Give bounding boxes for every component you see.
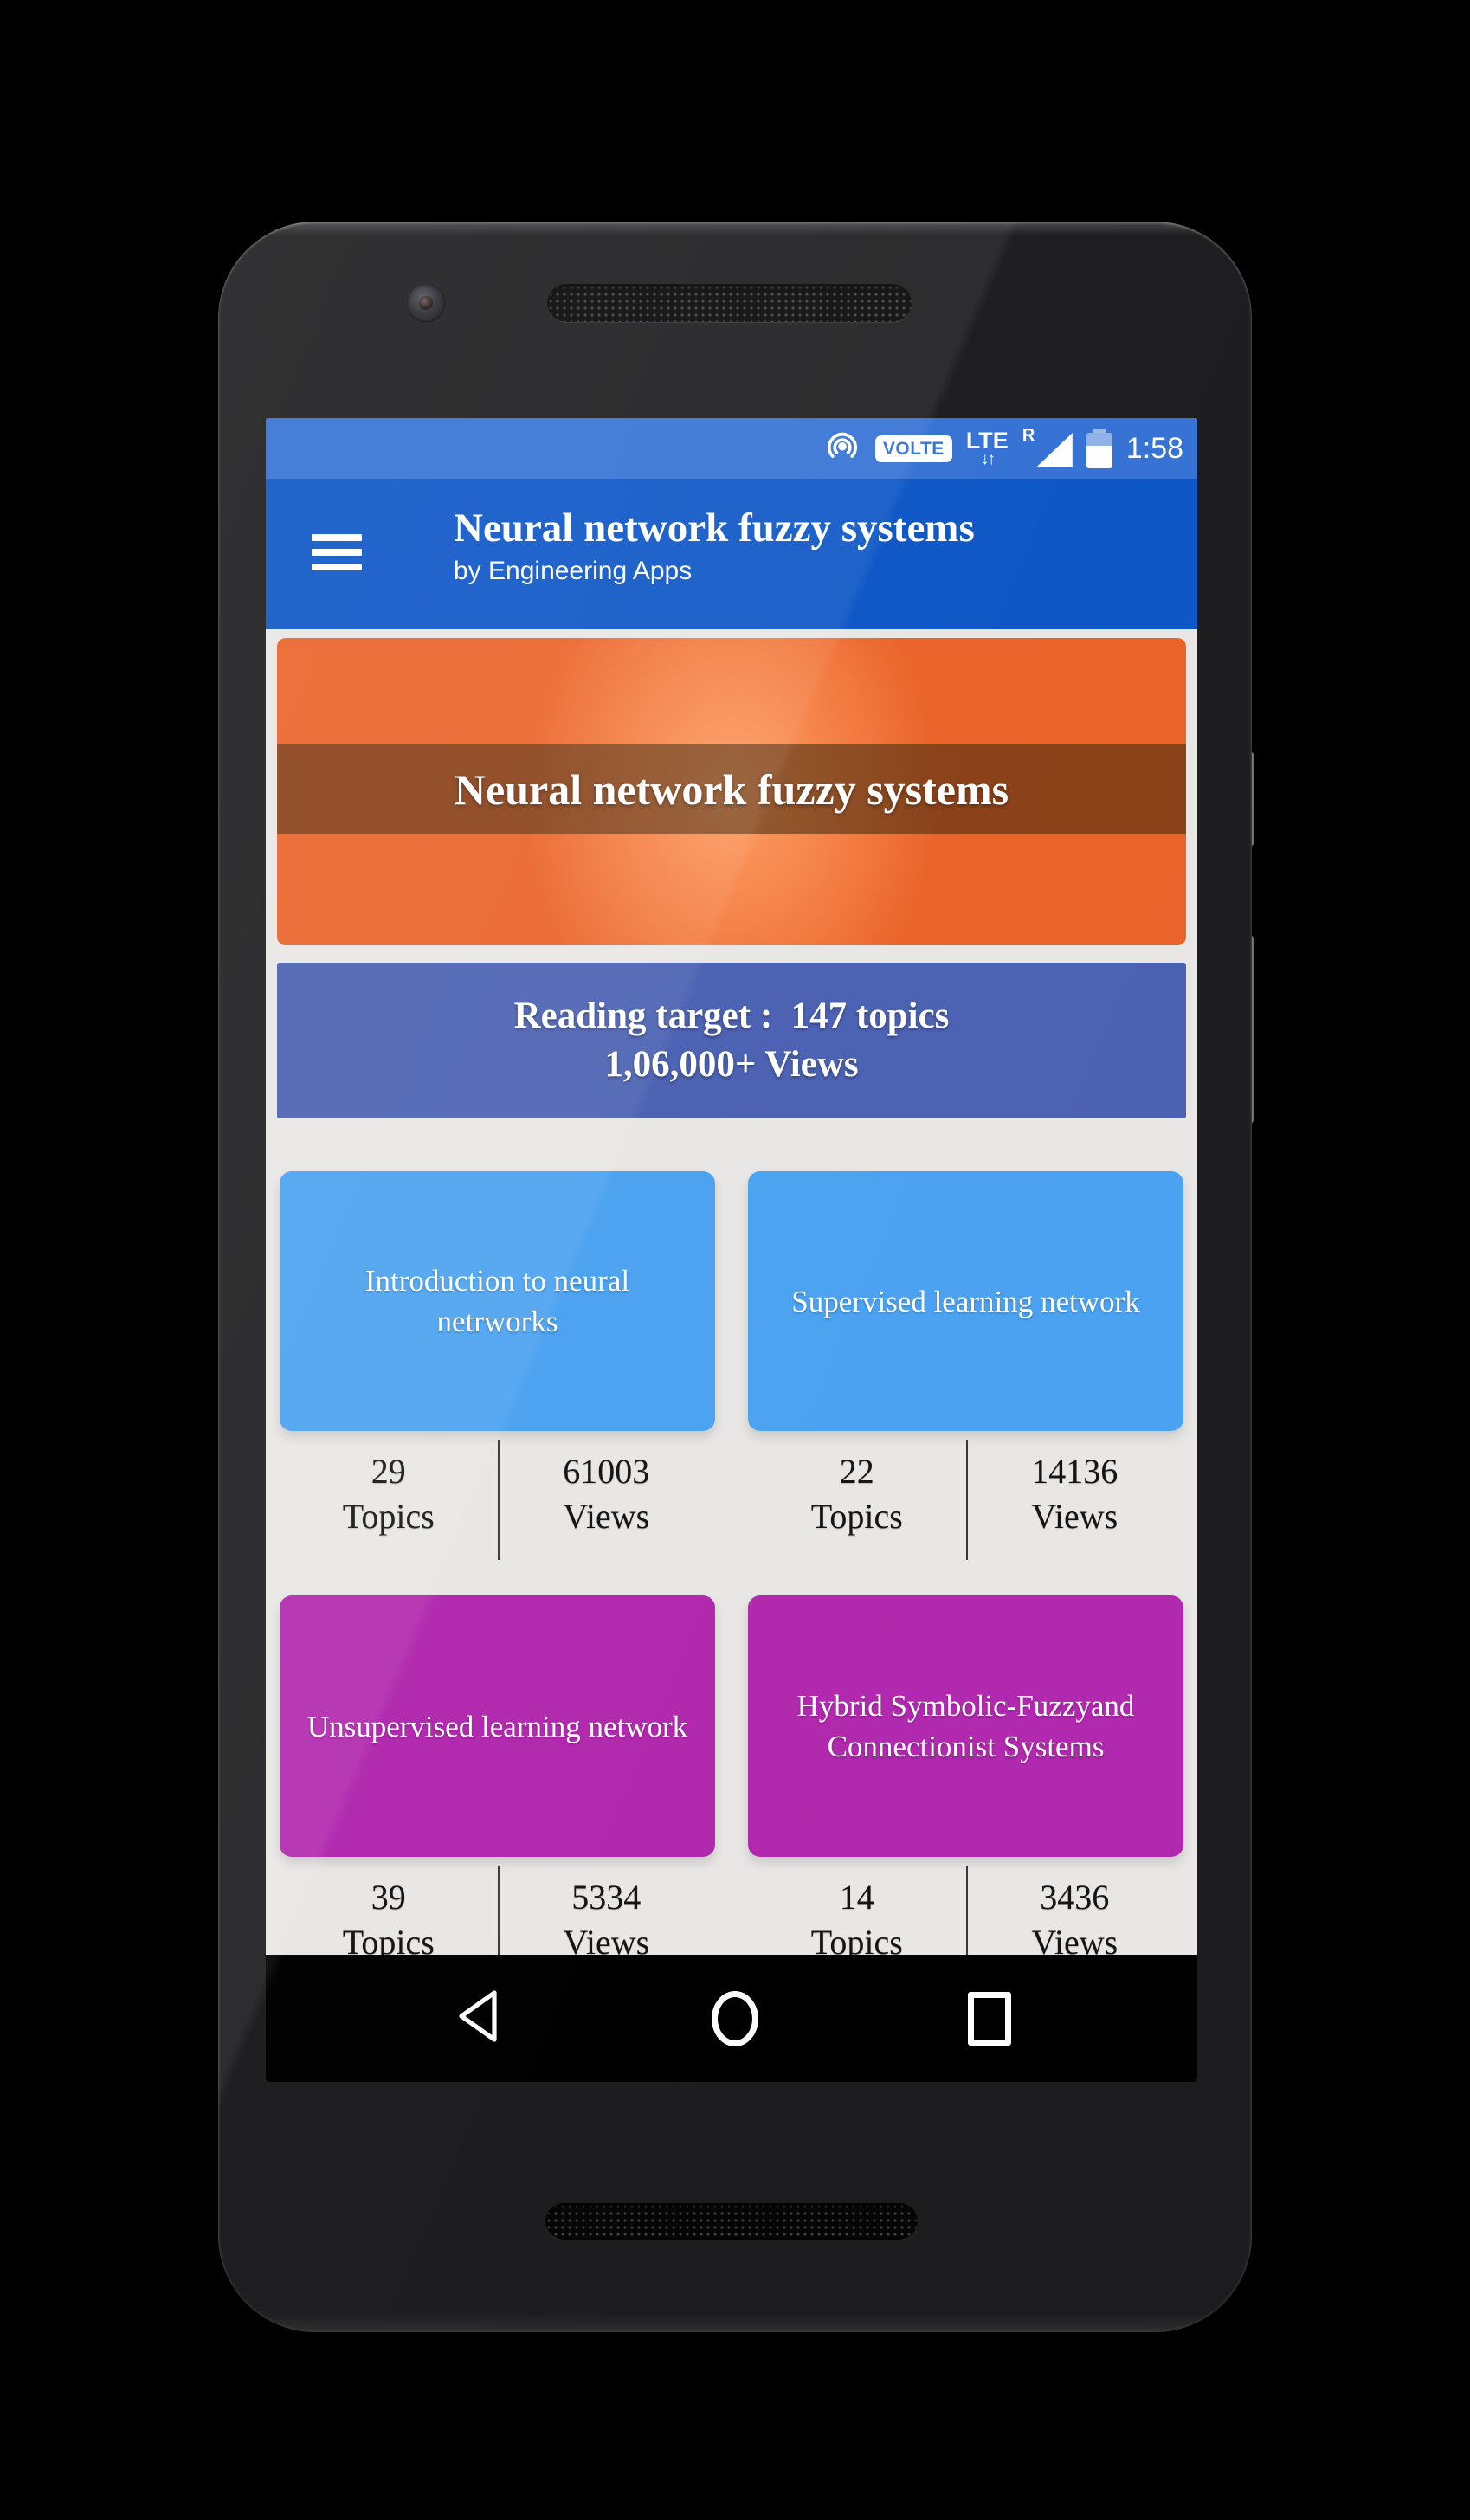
topics-label: Topics: [810, 1497, 903, 1536]
card-column: Unsupervised learning network 39 Topics …: [280, 1595, 715, 1955]
views-stat: 3436 Views: [966, 1865, 1184, 1955]
app-bar: Neural network fuzzy systems by Engineer…: [266, 479, 1197, 629]
reading-target-line2: 1,06,000+ Views: [604, 1044, 859, 1085]
views-count: 3436: [1040, 1878, 1110, 1917]
views-count: 5334: [571, 1878, 642, 1917]
views-count: 61003: [563, 1452, 650, 1491]
views-label: Views: [1031, 1497, 1119, 1536]
topics-count: 14: [839, 1878, 874, 1917]
hero-title-band: Neural network fuzzy systems: [277, 744, 1186, 834]
topics-count: 22: [839, 1452, 874, 1491]
content-area: Neural network fuzzy systems Reading tar…: [266, 629, 1197, 1955]
android-nav-bar: [266, 1955, 1197, 2082]
stats-divider: [965, 1440, 968, 1560]
views-stat: 5334 Views: [498, 1865, 716, 1955]
stats-divider: [497, 1866, 500, 1955]
card-column: Supervised learning network 22 Topics 14…: [748, 1171, 1184, 1560]
stats-divider: [965, 1866, 968, 1955]
volte-badge: VOLTE: [874, 435, 952, 462]
home-button[interactable]: [712, 1990, 758, 2046]
stats-divider: [497, 1440, 500, 1560]
lte-label: LTE: [965, 428, 1009, 454]
hero-banner: Neural network fuzzy systems: [277, 638, 1186, 945]
back-button[interactable]: [452, 1988, 502, 2049]
signal-triangle-icon: [1035, 433, 1073, 467]
hotspot-icon: [823, 429, 861, 467]
views-count: 14136: [1031, 1452, 1119, 1491]
hero-title: Neural network fuzzy systems: [454, 764, 1009, 814]
topic-card-supervised[interactable]: Supervised learning network: [748, 1171, 1183, 1431]
topic-card-unsupervised[interactable]: Unsupervised learning network: [280, 1595, 715, 1857]
views-label: Views: [563, 1497, 650, 1536]
earpiece-speaker: [547, 284, 912, 322]
card-grid-row-2: Unsupervised learning network 39 Topics …: [266, 1595, 1197, 1955]
topics-stat: 14 Topics: [748, 1865, 966, 1955]
views-label: Views: [563, 1923, 650, 1955]
lte-indicator: LTE ↓↑: [965, 428, 1009, 468]
roaming-label: R: [1022, 426, 1035, 445]
topics-label: Topics: [810, 1923, 903, 1955]
views-stat: 61003 Views: [498, 1439, 716, 1550]
card-stats: 22 Topics 14136 Views: [748, 1439, 1184, 1560]
reading-target-banner: Reading target : 147 topics 1,06,000+ Vi…: [277, 963, 1186, 1118]
battery-icon: [1086, 429, 1112, 468]
front-camera: [406, 283, 446, 323]
app-subtitle: by Engineering Apps: [454, 557, 693, 586]
topics-stat: 29 Topics: [280, 1439, 498, 1550]
card-stats: 39 Topics 5334 Views: [280, 1865, 715, 1955]
topics-stat: 22 Topics: [748, 1439, 966, 1550]
status-bar: VOLTE LTE ↓↑ R 1:58: [266, 418, 1197, 479]
signal-icon: R: [1022, 426, 1073, 469]
app-title: Neural network fuzzy systems: [454, 506, 975, 551]
topics-label: Topics: [342, 1497, 435, 1536]
views-stat: 14136 Views: [966, 1439, 1184, 1550]
views-label: Views: [1031, 1923, 1119, 1955]
topic-card-introduction[interactable]: Introduction to neural netrworks: [280, 1171, 715, 1431]
card-column: Introduction to neural netrworks 29 Topi…: [280, 1171, 716, 1560]
hamburger-menu-button[interactable]: [312, 534, 362, 570]
phone-frame: VOLTE LTE ↓↑ R 1:58: [218, 222, 1252, 2332]
topics-stat: 39 Topics: [280, 1865, 498, 1955]
data-arrows-icon: ↓↑: [980, 450, 996, 468]
card-column: Hybrid Symbolic-Fuzzyand Connectionist S…: [748, 1595, 1183, 1955]
card-stats: 29 Topics 61003 Views: [280, 1439, 716, 1560]
screen: VOLTE LTE ↓↑ R 1:58: [266, 418, 1197, 2082]
status-time: 1:58: [1125, 431, 1183, 465]
topics-count: 29: [371, 1452, 406, 1491]
topics-count: 39: [371, 1878, 406, 1917]
recents-button[interactable]: [968, 1991, 1011, 2046]
card-stats: 14 Topics 3436 Views: [748, 1865, 1183, 1955]
bottom-speaker: [545, 2203, 918, 2240]
topic-card-hybrid[interactable]: Hybrid Symbolic-Fuzzyand Connectionist S…: [748, 1595, 1183, 1857]
app-bar-titles: Neural network fuzzy systems by Engineer…: [454, 505, 975, 586]
reading-target-line1: Reading target : 147 topics: [513, 996, 950, 1036]
card-grid-row-1: Introduction to neural netrworks 29 Topi…: [266, 1171, 1197, 1560]
topics-label: Topics: [342, 1923, 435, 1955]
